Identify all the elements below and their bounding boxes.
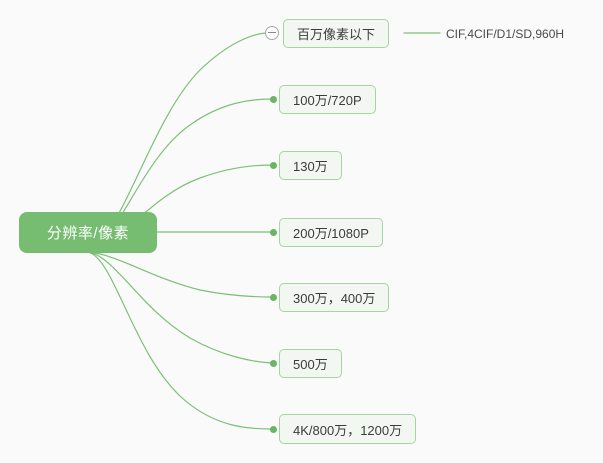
branch-node-4-label: 200万/1080P (293, 226, 369, 241)
branch-node-2[interactable]: 100万/720P (279, 85, 376, 114)
branch-bullet-7 (270, 426, 277, 433)
branch-bullet-6 (270, 360, 277, 367)
branch-bullet-4 (270, 229, 277, 236)
branch-edge-6 (88, 251, 273, 364)
branch-edge-7 (87, 251, 273, 430)
subbranch-node-1-1[interactable]: CIF,4CIF/D1/SD,960H (446, 24, 564, 43)
branch-node-4[interactable]: 200万/1080P (279, 218, 383, 247)
branch-node-2-label: 100万/720P (293, 93, 362, 108)
branch-node-5[interactable]: 300万，400万 (279, 283, 390, 312)
branch-node-7-label: 4K/800万，1200万 (293, 422, 403, 438)
branch-bullet-5 (270, 294, 277, 301)
branch-node-3-label: 130万 (293, 159, 328, 174)
minus-circle-icon[interactable] (265, 26, 279, 40)
branch-node-6-label: 500万 (293, 357, 328, 372)
subbranch-node-1-1-label: CIF,4CIF/D1/SD,960H (446, 26, 565, 41)
branch-node-5-label: 300万，400万 (293, 291, 376, 306)
root-node-label: 分辨率/像素 (46, 225, 130, 242)
branch-node-3[interactable]: 130万 (279, 151, 342, 180)
branch-node-1-label: 百万像素以下 (297, 27, 376, 42)
branch-node-7[interactable]: 4K/800万，1200万 (279, 414, 417, 444)
branch-node-6[interactable]: 500万 (279, 349, 342, 378)
branch-edge-5 (89, 251, 273, 298)
branch-node-1[interactable]: 百万像素以下 (283, 19, 390, 48)
root-node[interactable]: 分辨率/像素 (19, 212, 157, 253)
branch-bullet-3 (270, 162, 277, 169)
branch-bullet-2 (270, 96, 277, 103)
